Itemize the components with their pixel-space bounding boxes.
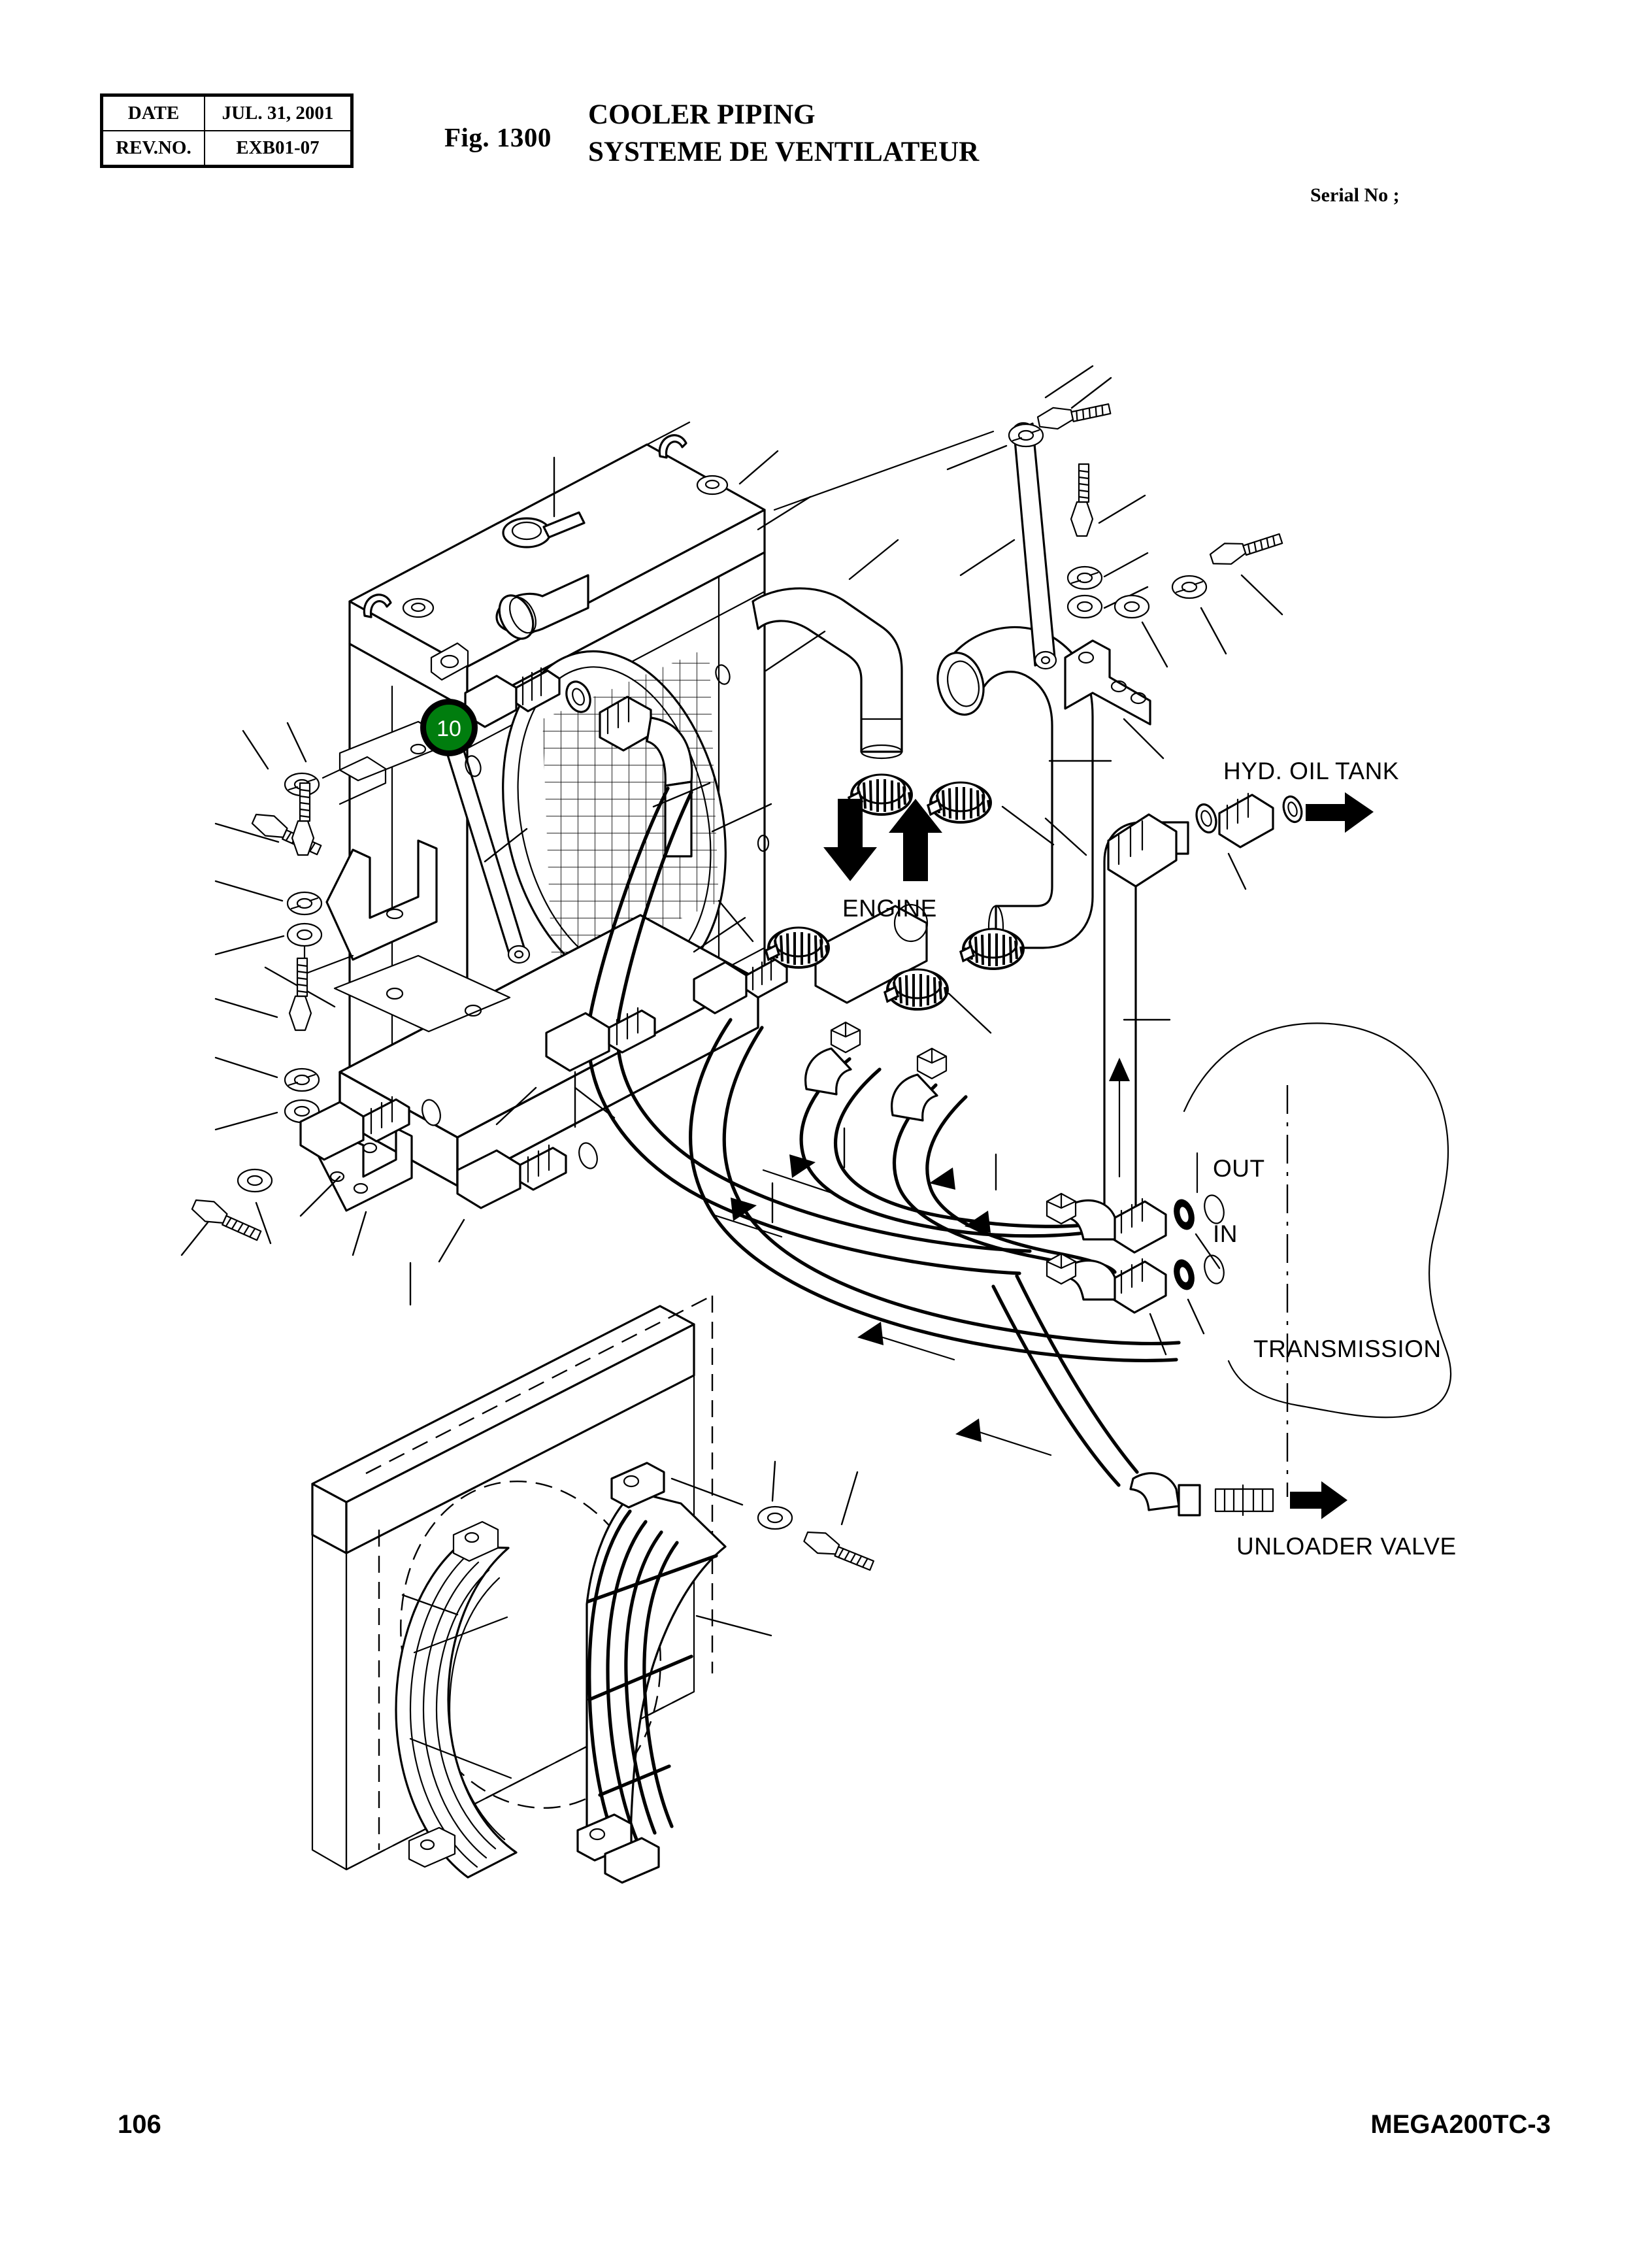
callout-badge-number: 10 [437,716,461,741]
transmission-body [1183,1022,1452,1497]
fan-guard-detail-view [311,1294,878,1884]
date-value: JUL. 31, 2001 [203,94,353,131]
transmission-label: TRANSMISSION [1253,1335,1442,1362]
angle-bracket-right [1064,639,1151,726]
engine-flow-indicator: ENGINE [823,799,942,922]
port-in-label: IN [1213,1220,1238,1247]
revno-value: EXB01-07 [203,130,353,167]
model-code: MEGA200TC-3 [1370,2110,1551,2139]
table-row: REV.NO. EXB01-07 [101,130,353,167]
arrow-down-icon [823,799,877,881]
port-out-label: OUT [1213,1155,1265,1182]
header-meta-table: DATE JUL. 31, 2001 REV.NO. EXB01-07 [100,93,354,168]
title-french: SYSTEME DE VENTILATEUR [588,136,980,167]
fan-guard-left [395,1520,518,1879]
table-row: DATE JUL. 31, 2001 [101,94,353,131]
date-label: DATE [101,94,205,131]
engine-hose-group [693,539,1112,1034]
upper-right-stay-group [773,365,1285,760]
callout-badge-10[interactable]: 10 [420,699,478,756]
title-english: COOLER PIPING [588,99,816,130]
hyd-oil-tank-line: HYD. OIL TANK [1044,758,1399,1224]
page-number: 106 [118,2110,161,2139]
unloader-valve-line: UNLOADER VALVE [955,1274,1457,1560]
fan-guard-right [576,1462,772,1884]
item-leader-lines [409,450,826,1306]
figure-number: Fig. 1300 [444,122,552,152]
transmission-ports: OUT IN [1112,1152,1265,1356]
valve-fitting-icon [1214,1484,1274,1517]
hyd-oil-tank-label: HYD. OIL TANK [1223,758,1399,784]
arrow-right-tank-icon [1306,792,1374,833]
arrow-right-valve-icon [1290,1481,1347,1519]
u-bracket [325,839,438,961]
arrow-up-icon [889,799,942,881]
page-title: COOLER PIPING SYSTEME DE VENTILATEUR [588,97,979,171]
pad-fitting-group [299,1007,656,1263]
serial-number-label: Serial No ; [1310,184,1400,206]
unloader-valve-label: UNLOADER VALVE [1236,1533,1457,1560]
engine-label: ENGINE [842,895,937,922]
hydraulic-hose-bundle [587,786,1181,1362]
revno-label: REV.NO. [101,130,205,167]
